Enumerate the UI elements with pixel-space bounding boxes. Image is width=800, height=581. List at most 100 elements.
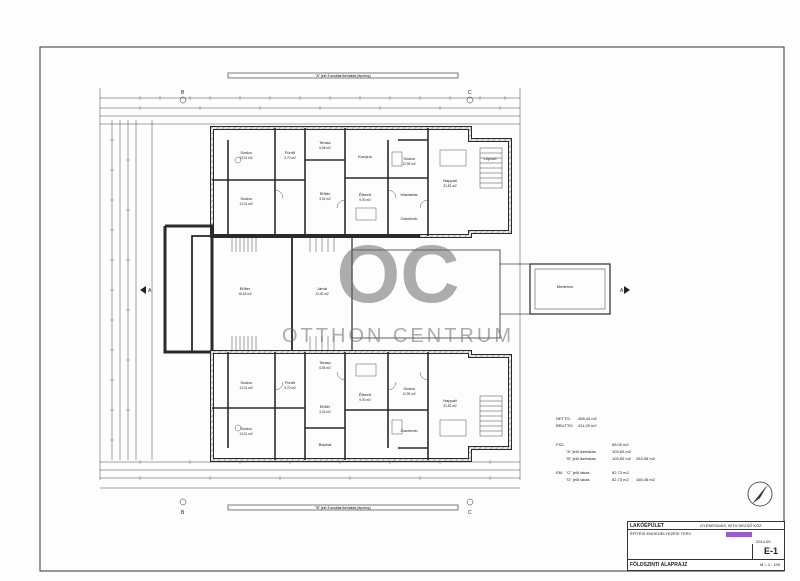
room-name: Szoba — [240, 380, 252, 385]
title-divider — [628, 529, 784, 530]
room-area: 18,18 m2 — [238, 292, 252, 296]
section-arrow-right — [624, 286, 630, 294]
em-label: EM: — [556, 470, 563, 475]
room-name: Garderob — [401, 428, 419, 433]
plan-date: 2014.05. — [756, 539, 772, 544]
middle-stairs — [231, 238, 335, 350]
project-location: GYENESDIÁS, BITH DEZSŐ KÖZ — [700, 523, 762, 528]
room-area: 13,01 m2 — [239, 156, 253, 160]
door-swings — [274, 189, 429, 391]
bottom-dimension-lines — [100, 461, 520, 489]
drawing-title: FÖLDSZINTI ALAPRAJZ — [630, 562, 688, 568]
project-title: LAKÓÉPÜLET — [630, 523, 664, 529]
room-area: 12,00 m2 — [315, 292, 329, 296]
room-area: 31,52 m2 — [443, 184, 457, 188]
room-name: Háztartás — [400, 192, 417, 197]
room-name: Fürdő — [285, 150, 296, 155]
upper-interior-walls — [212, 128, 429, 236]
middle-section-walls — [163, 224, 501, 354]
sheet-border — [39, 46, 785, 572]
room-name: Szoba — [403, 156, 415, 161]
room-area: 3,02 m2 — [319, 197, 331, 201]
section-mark-b-top: B — [181, 90, 185, 96]
room-name: Terasz — [319, 360, 331, 365]
fsz-label: FSZ: — [556, 442, 565, 447]
room-name: Előtér — [320, 191, 331, 196]
brutto-value: 411,00 m2 — [578, 423, 597, 428]
room-name: Terasz — [319, 140, 331, 145]
section-mark-a-left: A — [148, 288, 152, 294]
watermark-text: OTTHON CENTRUM — [282, 325, 514, 347]
section-mark-c-top: C — [468, 90, 472, 96]
section-mark-a-right: A — [620, 288, 624, 294]
pool — [500, 263, 611, 315]
room-area: 9,00 m2 — [359, 398, 371, 402]
em-c-value: 82,73 m2 — [612, 470, 629, 475]
room-name: Lépcső — [484, 156, 498, 161]
area-summary: NETTO: 458,44 m2 BRUTTO: 411,00 m2 FSZ: … — [556, 416, 656, 482]
room-name: Konyha — [358, 154, 372, 159]
fsz-total: 283,98 m2 — [636, 456, 656, 461]
fsz-a-value: 65,00 m2 — [612, 442, 629, 447]
title-block: LAKÓÉPÜLET GYENESDIÁS, BITH DEZSŐ KÖZ ÉP… — [627, 521, 785, 571]
lower-unit-walls — [210, 350, 512, 462]
room-name: Bejárat — [319, 442, 333, 447]
room-name: Nappali — [443, 178, 457, 183]
room-area: 12,95 m2 — [402, 392, 416, 396]
room-area: 13,01 m2 — [239, 386, 253, 390]
room-area: 5,06 m2 — [319, 366, 331, 370]
fsz-c-label: "B" jelű ikerlakás — [566, 456, 596, 461]
title-divider — [752, 544, 753, 559]
netto-value: 458,44 m2 — [578, 416, 598, 421]
room-area: 5,70 m2 — [284, 156, 296, 160]
watermark-logo: OC — [337, 229, 460, 320]
title-divider — [628, 559, 784, 560]
room-area: 5,06 m2 — [319, 146, 331, 150]
room-name: Medence — [557, 284, 574, 289]
fsz-b-label: "A" jelű ikerlakás — [566, 449, 596, 454]
north-arrow-icon — [747, 481, 773, 507]
room-area: 13,01 m2 — [239, 432, 253, 436]
plan-subtitle: ÉPÍTÉSI ENGEDÉLYEZÉSI TERV — [630, 531, 692, 536]
room-name: Garderob — [401, 216, 419, 221]
room-name: Fürdő — [285, 380, 296, 385]
highlight-mark — [726, 532, 752, 537]
room-area: 9,00 m2 — [359, 198, 371, 202]
em-total: 165,46 m2 — [636, 477, 656, 482]
section-marks: A A B B C C — [140, 90, 630, 516]
room-name: Nappali — [443, 398, 457, 403]
upper-stair — [479, 147, 503, 189]
section-mark-c-bottom: C — [468, 510, 472, 516]
room-name: Étkező — [359, 392, 372, 397]
em-d-label: "D" jelű lakás — [566, 477, 590, 482]
room-name: Előtér — [240, 286, 251, 291]
room-name: Szoba — [403, 386, 415, 391]
em-c-label: "C" jelű lakás — [566, 470, 590, 475]
room-area: 12,95 m2 — [402, 162, 416, 166]
bottom-dimension-label: "B" jelű 3 szobás ikerlakás (épvény) — [315, 506, 371, 510]
top-dimension-bar: "A" jelű 3 szobás ikerlakás (épvény) — [227, 72, 459, 79]
room-area: 31,52 m2 — [443, 404, 457, 408]
drawing-scale: M = 1 : 100 — [760, 562, 781, 567]
lower-interior-walls — [212, 352, 429, 460]
top-dimension-lines — [99, 88, 521, 480]
bottom-dimension-bar: "B" jelű 3 szobás ikerlakás (épvény) — [227, 504, 459, 511]
room-area: 3,02 m2 — [319, 410, 331, 414]
netto-label: NETTO: — [556, 416, 571, 421]
fsz-b-value: 109,50 m2 — [612, 449, 632, 454]
room-area: 13,01 m2 — [239, 202, 253, 206]
sheet-number: E-1 — [764, 546, 779, 556]
room-name: Szoba — [240, 196, 252, 201]
brutto-label: BRUTTO: — [556, 423, 573, 428]
furniture — [234, 149, 467, 437]
top-dimension-label: "A" jelű 3 szobás ikerlakás (épvény) — [315, 74, 371, 78]
em-d-value: 82,73 m2 — [612, 477, 629, 482]
watermark: OC OTTHON CENTRUM — [282, 229, 514, 347]
section-mark-b-bottom: B — [181, 510, 185, 516]
room-name: Szoba — [240, 426, 252, 431]
room-area: 5,70 m2 — [284, 386, 296, 390]
fsz-c-value: 109,50 m2 — [612, 456, 632, 461]
